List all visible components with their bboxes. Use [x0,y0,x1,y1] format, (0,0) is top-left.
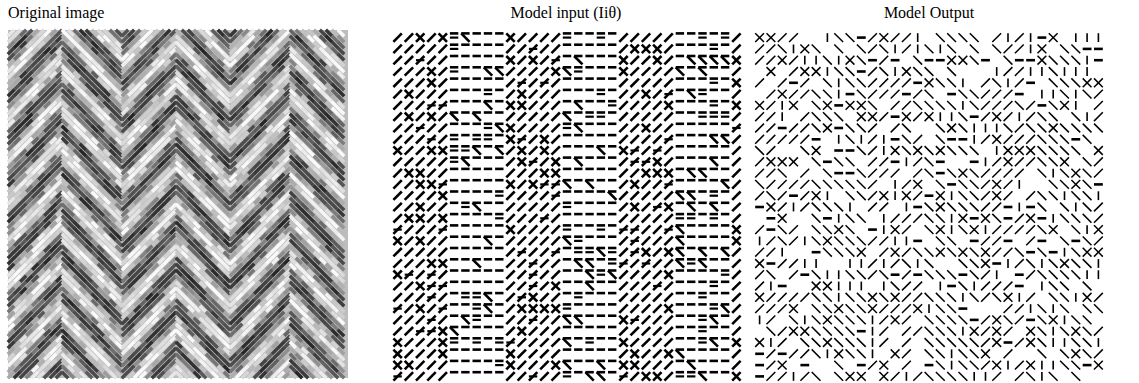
texture-panels [0,0,1139,383]
